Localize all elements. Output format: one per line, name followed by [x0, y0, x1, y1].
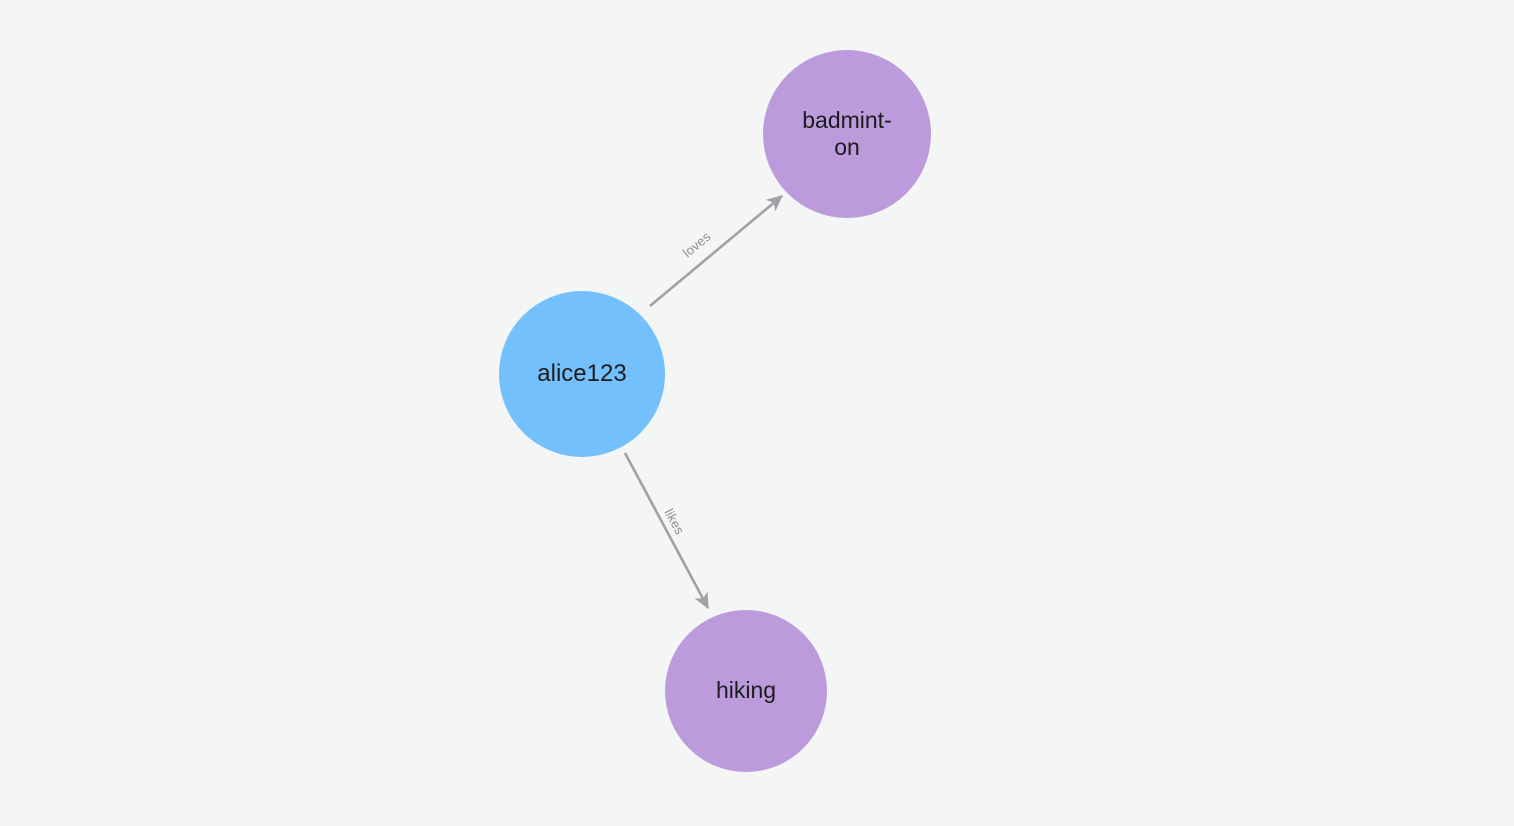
edge-line-loves[interactable]	[649, 195, 783, 307]
edge-loves[interactable]	[649, 195, 783, 307]
edge-likes[interactable]	[623, 452, 710, 610]
graph-node-label-badminton: badmint- on	[802, 106, 892, 160]
graph-node-hiking[interactable]: hiking	[665, 610, 827, 772]
edge-line-likes[interactable]	[623, 452, 710, 610]
graph-node-label-hiking: hiking	[715, 677, 777, 704]
graph-node-label-alice123: alice123	[537, 359, 627, 387]
graph-node-badminton[interactable]: badmint- on	[763, 50, 931, 218]
graph-node-alice123[interactable]: alice123	[499, 291, 665, 457]
